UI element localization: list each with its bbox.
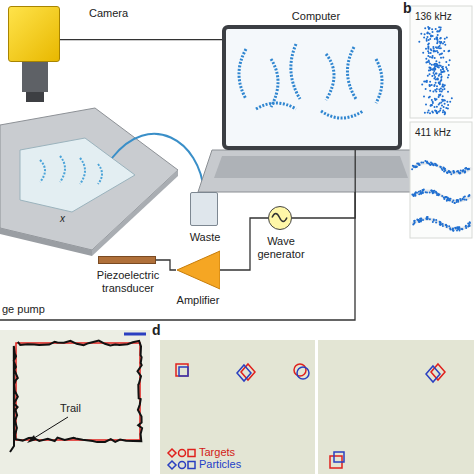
amplifier-symbol: Amplifier [176,250,220,290]
frequency-label: 136 kHz [415,10,452,23]
component-label: Amplifier [177,294,220,307]
camera-body: Camera [8,6,60,62]
panel-letter: b [403,1,412,16]
component-label: Camera [89,7,128,20]
axis-label: x [60,212,65,225]
piezoelectric-transducer: Piezoelectric transducer [98,256,156,264]
component-label: Computer [292,10,340,23]
frequency-label: 411 kHz [415,126,451,139]
legend-text: Targets [199,446,235,459]
particle-trail [10,341,142,453]
signal-wire [292,150,355,218]
pump-label: ge pump [2,303,45,316]
component-label: Waste [190,231,221,244]
panel-letter: d [152,323,161,338]
waste-container: Waste [190,192,218,226]
wave-generator-symbol: Wave generator [268,206,292,230]
signal-wire [220,218,268,270]
legend-text: Particles [199,458,241,471]
trail-label: Trail [60,402,81,415]
screen-image [226,29,398,146]
amplifier-triangle [176,250,220,290]
computer-screen: Computer [222,25,402,150]
signal-wire [60,39,222,40]
signal-wire [156,260,176,270]
sine-symbol [269,207,290,228]
component-label: Piezoelectric transducer [86,269,170,295]
component-label: Wave generator [244,235,318,261]
